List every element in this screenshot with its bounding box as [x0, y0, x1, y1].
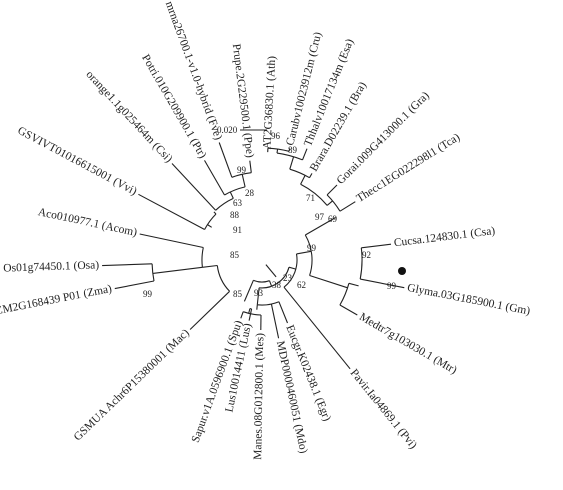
- branch-spu: [240, 311, 244, 319]
- bootstrap-bs-97: 97: [315, 212, 325, 222]
- tree-branches: [102, 142, 405, 370]
- branch-egr: [278, 301, 289, 324]
- arc-a6: [300, 183, 328, 206]
- arc-mal: [326, 194, 341, 212]
- branch-mac: [189, 290, 230, 330]
- arc-b1: [259, 267, 290, 289]
- branch-cru: [288, 148, 291, 152]
- arc-a3: [304, 234, 313, 276]
- branch-acom: [139, 233, 204, 249]
- branch-mdo: [270, 303, 280, 339]
- branch-a2: [288, 266, 296, 270]
- highlight-marker: [398, 267, 406, 275]
- leaf-label-zma: GRMZM2G168439 P01 (Zma): [0, 283, 113, 322]
- arc-m7: [257, 301, 280, 306]
- branch-ppe: [249, 160, 252, 173]
- branch-a5: [348, 282, 359, 287]
- branch-osa: [102, 263, 153, 267]
- arc-m4: [215, 197, 234, 211]
- arc-mono: [151, 263, 155, 282]
- branch-m4: [213, 211, 217, 215]
- leaf-label-acom: Aco010977.1 (Acom): [37, 206, 138, 239]
- bootstrap-bs-88: 88: [230, 210, 240, 220]
- arc-bras: [289, 168, 310, 179]
- leaf-label-gm: Glyma.03G185900.1 (Gm): [406, 282, 531, 318]
- bootstrap-bs-38: 38: [272, 280, 282, 290]
- leaf-label-vvi: GSVIVT01016615001 (Vvi): [15, 125, 138, 198]
- bootstrap-bs-69: 69: [328, 214, 338, 224]
- bootstrap-bs-23: 23: [283, 273, 293, 283]
- bootstrap-bs-96: 96: [271, 131, 281, 141]
- branch-fve: [218, 142, 233, 178]
- leaf-label-mtr: Medtr7g103030.1 (Mtr): [357, 311, 459, 377]
- scale-label: 0.020: [217, 125, 238, 135]
- branch-a9: [289, 156, 295, 170]
- branch-b1: [268, 280, 273, 287]
- branch-m7: [256, 287, 260, 305]
- branch-m1: [243, 280, 254, 302]
- leaf-label-csa: Cucsa.124830.1 (Csa): [393, 225, 496, 249]
- bootstrap-bs-99m: 99: [143, 289, 153, 299]
- branch-m2: [202, 264, 218, 268]
- branch-ros: [241, 174, 246, 188]
- branch-fab: [309, 274, 348, 289]
- branch-m8: [256, 304, 258, 310]
- branch-esa: [301, 148, 308, 161]
- branch-ptr: [204, 160, 225, 196]
- arc-m2: [201, 247, 204, 268]
- branch-csa: [361, 243, 392, 249]
- leaf-label-mac: GSMUA Achr6P15380001 (Mac): [72, 327, 192, 444]
- leaf-label-fve: mrna26700.1-v1.0-hybrid (Fve): [163, 0, 224, 142]
- branch-a10: [276, 149, 279, 154]
- bootstrap-bs-93: 93: [254, 288, 264, 298]
- bootstrap-bs-89: 89: [288, 145, 298, 155]
- bootstrap-bs-62: 62: [297, 280, 306, 290]
- branch-zma: [114, 280, 155, 290]
- leaf-label-pvi: Pavir.Ia04869.1 (Pvi): [348, 367, 420, 451]
- branch-tca: [339, 201, 356, 212]
- bootstrap-bs-99e: 99: [307, 243, 317, 253]
- bootstrap-bs-71: 71: [306, 193, 315, 203]
- branch-a3: [296, 250, 312, 255]
- branch-csi: [171, 163, 217, 211]
- branch-m3: [207, 224, 212, 228]
- branch-m5: [229, 191, 234, 199]
- arc-a2: [283, 253, 298, 288]
- bootstrap-bs-63: 63: [233, 198, 243, 208]
- branch-a6: [305, 217, 336, 236]
- branch-mal: [326, 200, 333, 206]
- branch-mtr: [339, 304, 358, 316]
- branch-vvi: [138, 193, 205, 230]
- arc-r: [253, 279, 270, 283]
- bootstrap-bs-28: 28: [245, 188, 255, 198]
- branch-pvi: [283, 286, 351, 370]
- bootstrap-bs-99g: 99: [387, 281, 397, 291]
- bootstrap-bs-91: 91: [233, 225, 242, 235]
- bootstrap-bs-99r: 99: [237, 165, 247, 175]
- leaf-label-ath: AT2G36830.1 (Ath): [261, 56, 278, 150]
- leaf-labels: Lus10014411 (Lus)Sapur.v1A.0596900.1 (Sp…: [0, 0, 531, 460]
- arc-m9: [243, 311, 262, 316]
- arc-m5: [224, 186, 246, 196]
- arc-m1: [216, 265, 230, 292]
- bootstrap-bs-85a: 85: [233, 289, 243, 299]
- bootstrap-bs-85m: 85: [230, 250, 240, 260]
- branch-mono: [152, 266, 203, 274]
- leaf-label-ppe: Prupe.2G229500.1 (Ppe): [230, 43, 256, 158]
- bootstrap-bs-92: 92: [362, 250, 371, 260]
- leaf-label-osa: LOC Os01g74450.1 (Osa): [0, 259, 99, 275]
- branch-root: [265, 264, 277, 278]
- branch-bras: [300, 175, 306, 185]
- leaf-label-mes: Manes.08G012800.1 (Mes): [252, 333, 266, 460]
- branch-gm: [360, 278, 405, 289]
- branch-bra: [309, 173, 313, 178]
- arc-m3: [204, 213, 217, 230]
- branch-m9: [248, 308, 251, 314]
- branch-lus: [248, 308, 253, 321]
- branch-gra: [326, 184, 338, 196]
